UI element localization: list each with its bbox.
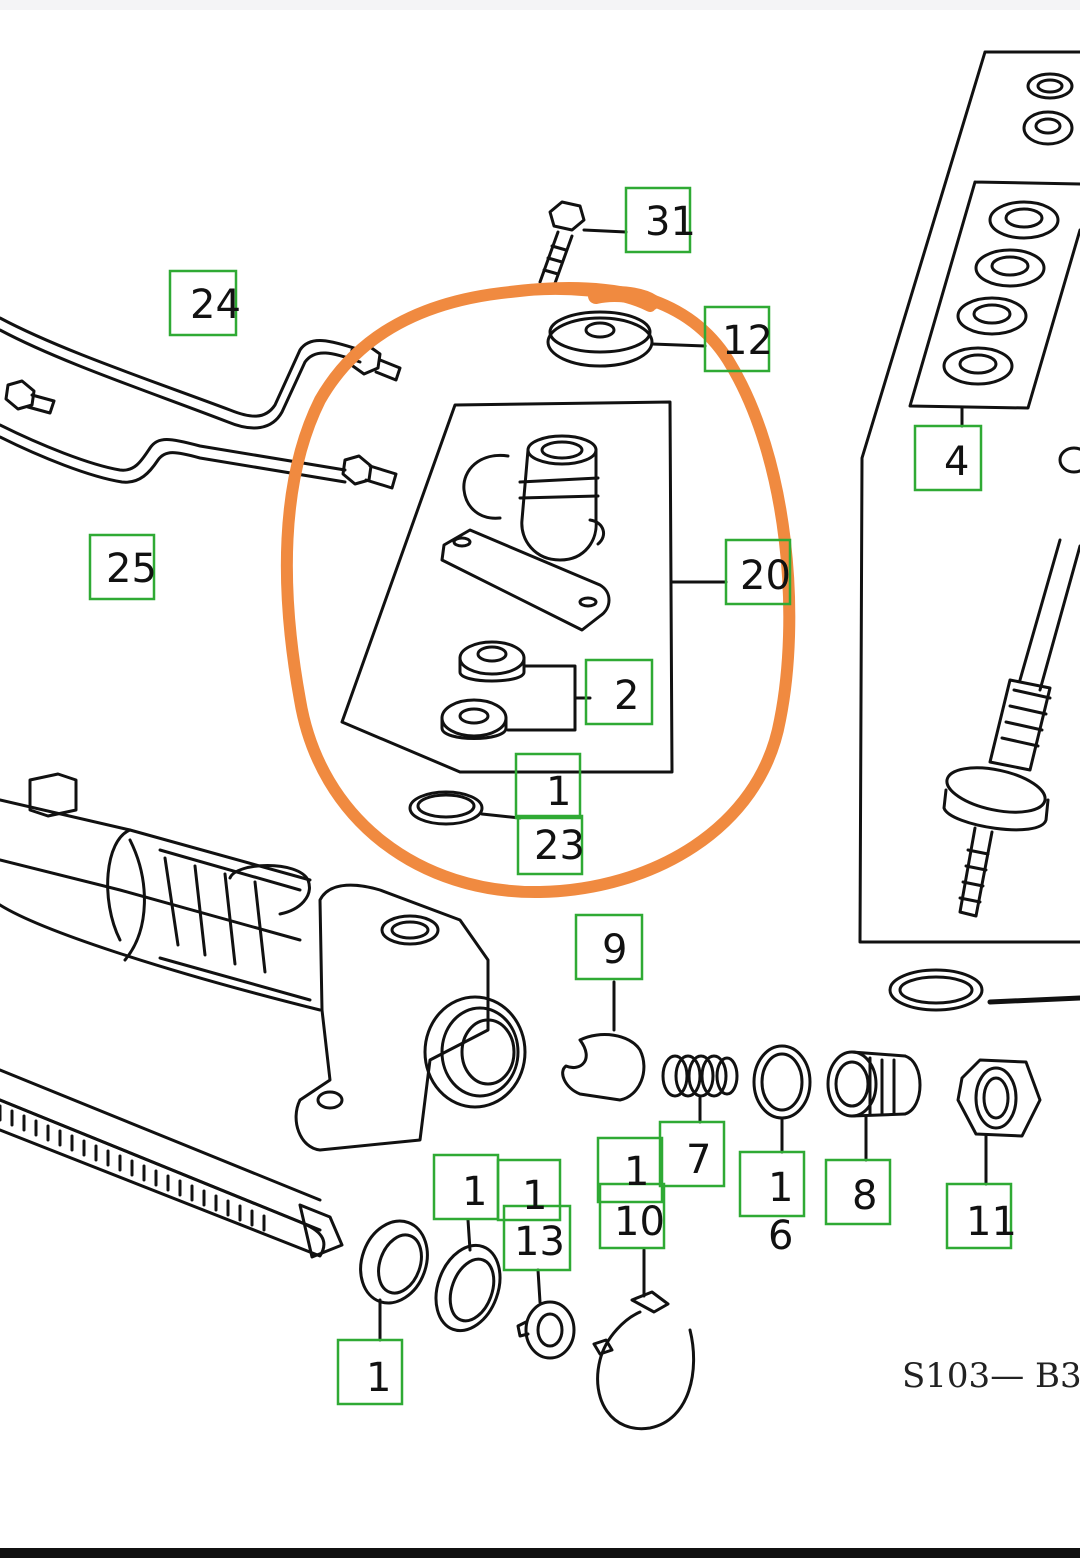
valve-assembly-bracket [340,400,728,774]
diagram-code: S103— B3 [902,1356,1080,1396]
callout-8: 8 [852,1173,878,1219]
callout-1-collar: 1 [522,1173,548,1219]
rack-bar [0,1098,344,1259]
callout-25: 25 [106,546,157,592]
callout-1-ring: 1 [768,1165,794,1211]
status-strip [0,0,1080,10]
callout-boxes [88,186,1013,1406]
callout-24: 24 [190,282,241,328]
pinion-shaft [942,538,1080,918]
callout-6: 6 [768,1213,794,1259]
callout-31: 31 [645,199,696,245]
clamp-10 [592,1248,696,1431]
callout-4: 4 [944,439,970,485]
bolt-31 [538,200,628,288]
rack-guide-9 [561,980,646,1102]
callout-11: 11 [966,1199,1017,1245]
callout-10: 10 [614,1199,665,1245]
callout-9: 9 [602,927,628,973]
seal-ring-1b [434,1218,502,1333]
rack-housing [0,772,527,1232]
callout-23: 23 [534,823,585,869]
right-o-ring [888,968,1080,1012]
callout-1-seal: 1 [462,1169,488,1215]
callout-7: 7 [686,1137,712,1183]
callout-2: 2 [614,673,640,719]
callout-1-upper: 1 [546,769,572,815]
callout-13: 13 [514,1219,565,1265]
seal-ring-1a [359,1219,429,1342]
callout-1-clamp: 1 [624,1149,650,1195]
callout-12: 12 [722,318,773,364]
o-ring-6 [752,1044,812,1154]
callout-20: 20 [740,553,791,599]
callout-1-lower: 1 [366,1355,392,1401]
seals-2 [440,640,592,740]
valve-housing-20 [440,434,611,632]
highlight-circle [280,281,796,899]
spring-7 [661,1054,739,1124]
pipe-25 [0,379,398,490]
locknut-11 [956,1058,1042,1186]
guide-screw-8 [826,1050,922,1162]
highlight-overlap [588,286,660,310]
o-ring-23 [408,790,522,826]
bearings-4 [942,72,1080,474]
pinion-assembly-bracket [858,50,1080,944]
bottom-strip [0,1548,1080,1558]
collar-13 [516,1268,576,1360]
washer-12 [546,310,707,368]
